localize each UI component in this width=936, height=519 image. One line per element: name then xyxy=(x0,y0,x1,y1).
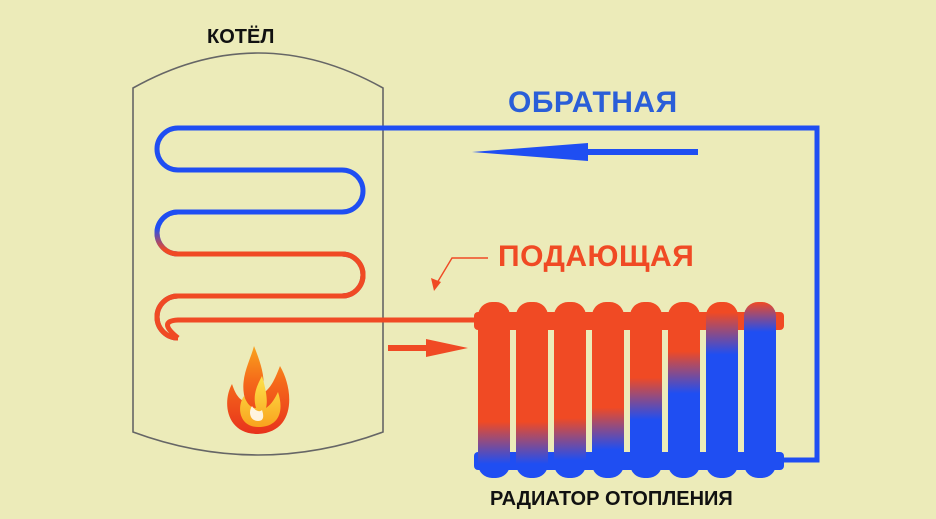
supply-line-label: ПОДАЮЩАЯ xyxy=(498,240,695,273)
heat-exchanger-coil-hot-lower xyxy=(154,251,366,341)
radiator-section xyxy=(554,302,586,478)
radiator xyxy=(474,302,784,478)
heat-exchanger-coil xyxy=(154,125,366,341)
radiator-section xyxy=(516,302,548,478)
supply-pipe xyxy=(165,317,476,340)
flame-icon xyxy=(227,346,290,434)
return-flow-arrow xyxy=(472,143,698,161)
radiator-section xyxy=(630,302,662,478)
radiator-section xyxy=(706,302,738,478)
radiator-section xyxy=(744,302,776,478)
supply-flow-arrow xyxy=(388,339,468,357)
radiator-section xyxy=(668,302,700,478)
radiator-section xyxy=(592,302,624,478)
supply-label-leader xyxy=(431,257,488,291)
boiler-label: КОТЁЛ xyxy=(207,26,275,48)
boiler-tank xyxy=(132,52,384,456)
radiator-label: РАДИАТОР ОТОПЛЕНИЯ xyxy=(490,488,733,510)
return-line-label: ОБРАТНАЯ xyxy=(508,86,678,119)
radiator-section xyxy=(478,302,510,478)
